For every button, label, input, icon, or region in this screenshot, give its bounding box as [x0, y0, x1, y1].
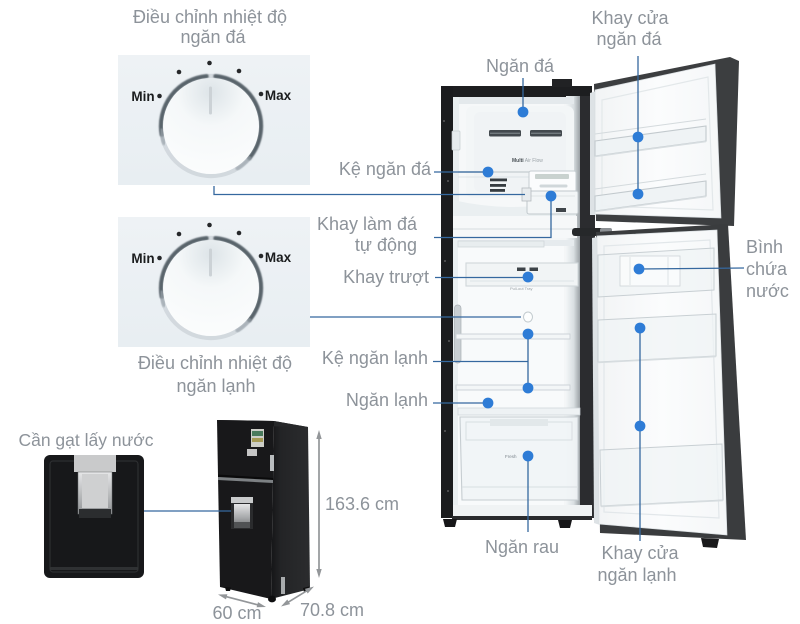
svg-text:Max: Max: [265, 88, 292, 103]
svg-text:tự động: tự động: [355, 235, 417, 255]
svg-text:Kệ ngăn đá: Kệ ngăn đá: [339, 159, 432, 179]
svg-text:Ngăn rau: Ngăn rau: [485, 537, 559, 557]
svg-text:Khay làm đá: Khay làm đá: [317, 214, 418, 234]
svg-text:Ngăn lạnh: Ngăn lạnh: [346, 390, 428, 410]
svg-text:Multi Air Flow: Multi Air Flow: [512, 158, 543, 164]
svg-text:Bình: Bình: [746, 237, 783, 257]
svg-text:Kệ ngăn lạnh: Kệ ngăn lạnh: [322, 348, 428, 368]
svg-text:Max: Max: [265, 250, 292, 265]
svg-text:ngăn lạnh: ngăn lạnh: [597, 565, 676, 585]
svg-text:Min: Min: [131, 251, 154, 266]
svg-text:Khay cửa: Khay cửa: [601, 543, 679, 563]
svg-text:chứa: chứa: [746, 259, 788, 279]
svg-text:Khay trượt: Khay trượt: [343, 267, 429, 287]
svg-text:nước: nước: [746, 281, 789, 301]
svg-text:70.8 cm: 70.8 cm: [300, 600, 364, 620]
svg-text:Điều chỉnh nhiệt độ: Điều chỉnh nhiệt độ: [138, 353, 292, 373]
svg-text:Pull-out Tray: Pull-out Tray: [510, 286, 532, 291]
svg-text:Cần gạt lấy nước: Cần gạt lấy nước: [18, 430, 153, 450]
svg-text:Fresh: Fresh: [505, 454, 517, 459]
svg-text:60 cm: 60 cm: [212, 603, 261, 623]
svg-text:Ngăn đá: Ngăn đá: [486, 56, 555, 76]
svg-text:Điều chỉnh nhiệt độ: Điều chỉnh nhiệt độ: [133, 7, 287, 27]
svg-text:163.6 cm: 163.6 cm: [325, 494, 399, 514]
svg-text:Min: Min: [131, 89, 154, 104]
svg-text:ngăn đá: ngăn đá: [180, 27, 246, 47]
svg-text:ngăn lạnh: ngăn lạnh: [176, 376, 255, 396]
svg-text:ngăn đá: ngăn đá: [596, 29, 662, 49]
svg-text:Khay cửa: Khay cửa: [591, 8, 669, 28]
